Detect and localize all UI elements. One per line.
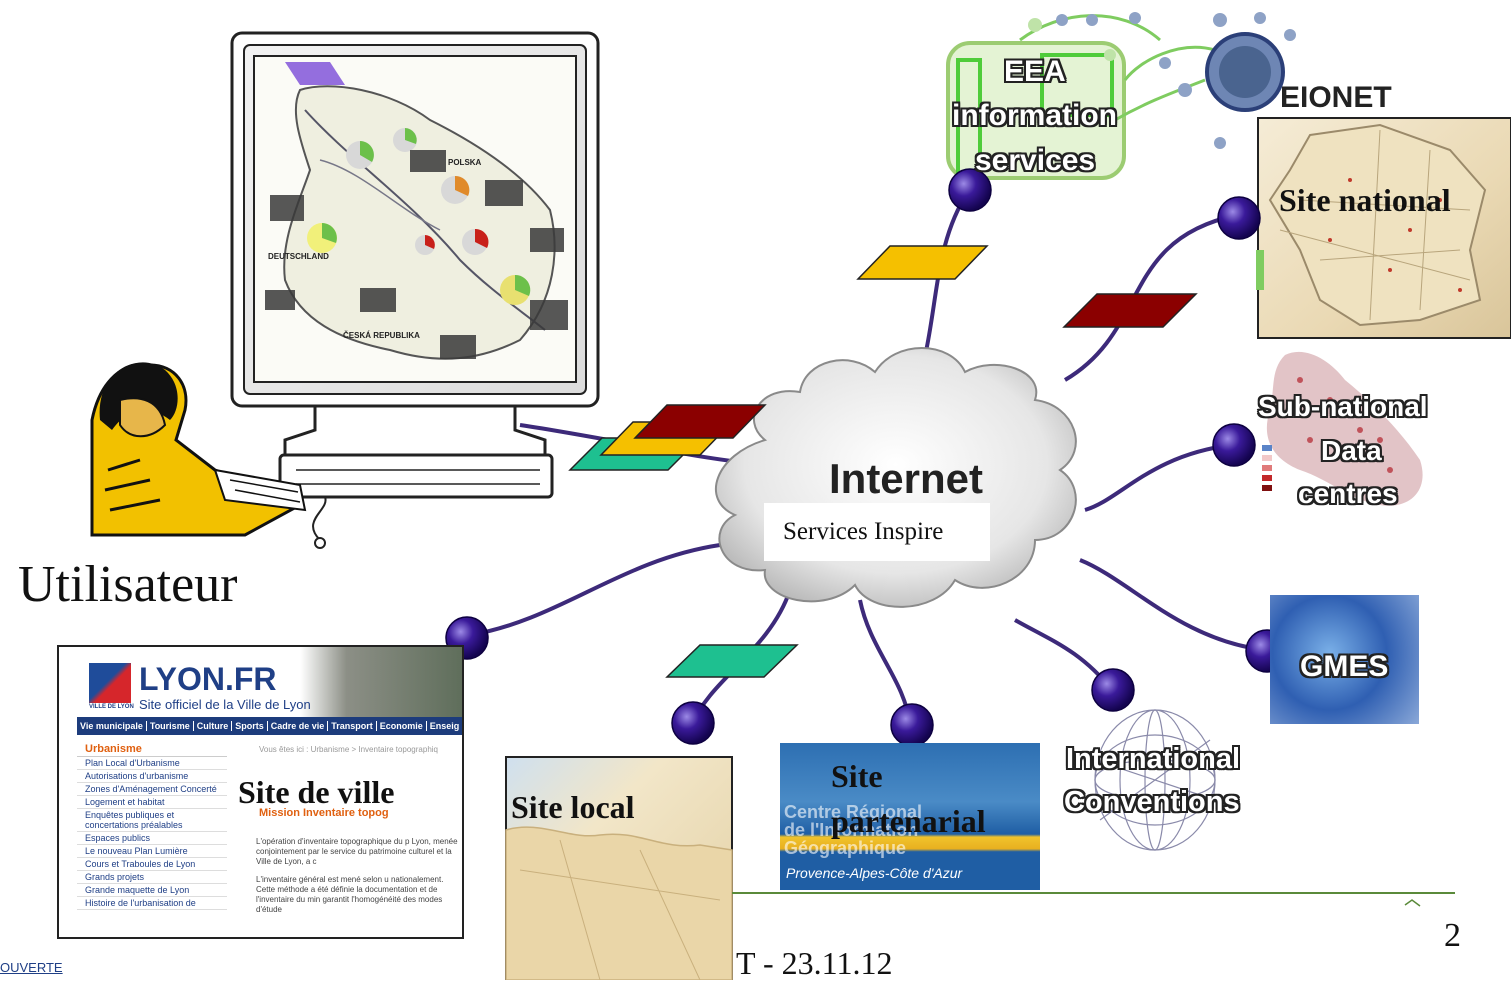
lyon-side-item[interactable]: Zones d'Aménagement Concerté	[77, 783, 227, 796]
subnational-map	[1262, 351, 1423, 506]
label-subnational-line1: Sub-national	[1258, 391, 1428, 422]
packet-national	[1062, 293, 1198, 328]
lyon-side-item[interactable]: Grande maquette de Lyon	[77, 884, 227, 897]
crige-footer: Provence-Alpes-Côte d'Azur	[786, 865, 963, 881]
label-eea-line3: services	[975, 144, 1096, 177]
packet-user-red	[633, 404, 767, 439]
node-international	[1091, 668, 1135, 712]
cable-gmes	[1079, 558, 1266, 652]
crige-text: Centre Régional de l'Information Géograp…	[784, 803, 922, 857]
label-eea-line1: EEA	[1004, 55, 1066, 88]
footer-date: T - 23.11.12	[736, 945, 893, 981]
lyon-menu-item[interactable]: Cadre de vie	[267, 721, 329, 731]
label-utilisateur: Utilisateur	[18, 556, 238, 613]
label-site-de-ville: Site de ville	[238, 774, 395, 810]
label-services-inspire: Services Inspire	[764, 503, 990, 561]
lyon-side-item[interactable]: Histoire de l'urbanisation de	[77, 897, 227, 910]
lyon-side-header[interactable]: Urbanisme	[77, 742, 227, 757]
lyon-breadcrumb: Vous êtes ici : Urbanisme > Inventaire t…	[259, 745, 438, 754]
lyon-website-screenshot: VILLE DE LYON LYON.FR Site officiel de l…	[57, 645, 464, 939]
lyon-body-p1: L'opération d'inventaire topographique d…	[256, 837, 458, 866]
lyon-body-p2: L'inventaire général est mené selon u na…	[256, 875, 444, 914]
node-local	[671, 701, 715, 745]
lyon-subtitle: Site officiel de la Ville de Lyon	[139, 697, 311, 712]
label-subnational-line3: centres	[1298, 478, 1398, 509]
crige-line-3: Géographique	[784, 838, 907, 858]
cable-subnational	[1084, 443, 1233, 512]
crige-line-1: Centre Régional	[784, 802, 923, 822]
lyon-logo-icon	[89, 663, 131, 703]
cable-national	[1063, 213, 1238, 382]
lyon-menu-item[interactable]: Vie municipale	[77, 721, 147, 731]
label-site-partenarial-line1: Site	[831, 758, 883, 794]
lyon-title: LYON.FR	[139, 661, 277, 697]
label-international-line2: Conventions	[1064, 786, 1240, 818]
site-local-map	[505, 756, 733, 980]
lyon-side-item[interactable]: Grands projets	[77, 871, 227, 884]
lyon-menu-item[interactable]: Transport	[328, 721, 377, 731]
international-globe	[1094, 709, 1216, 851]
cable-ville	[469, 543, 721, 637]
gmes-image	[1270, 595, 1419, 724]
site-national-map	[1256, 117, 1511, 339]
label-internet: Internet	[829, 455, 984, 502]
lyon-side-item[interactable]: Espaces publics	[77, 832, 227, 845]
lyon-header: VILLE DE LYON LYON.FR Site officiel de l…	[77, 647, 462, 717]
lyon-menu-item[interactable]: Economie	[376, 721, 427, 731]
lyon-side-item[interactable]: Enquêtes publiques et concertations préa…	[77, 809, 227, 832]
lyon-menu-item[interactable]: Sports	[232, 721, 268, 731]
map-label-deutschland: DEUTSCHLAND	[268, 252, 329, 261]
lyon-side-item[interactable]: Cours et Traboules de Lyon	[77, 858, 227, 871]
packet-eea	[856, 245, 989, 280]
node-subnational	[1212, 423, 1256, 467]
page-number: 2	[1444, 917, 1461, 954]
node-partenarial	[890, 703, 934, 747]
packet-local	[665, 644, 799, 678]
label-subnational-line2: Data	[1321, 435, 1382, 466]
lyon-logo-caption: VILLE DE LYON	[89, 704, 134, 710]
crige-line-2: de l'Information	[784, 820, 919, 840]
footer-left-link[interactable]: OUVERTE	[0, 960, 63, 975]
lyon-side-item[interactable]: Le nouveau Plan Lumière	[77, 845, 227, 858]
map-label-polska: POLSKA	[448, 158, 482, 167]
label-site-national: Site national	[1279, 182, 1451, 218]
site-partenarial-image: Centre Régional de l'Information Géograp…	[780, 743, 1040, 890]
monitor	[230, 31, 600, 549]
lyon-side-item[interactable]: Plan Local d'Urbanisme	[77, 757, 227, 770]
lyon-side-item[interactable]: Autorisations d'urbanisme	[77, 770, 227, 783]
lyon-mission-heading: Mission Inventaire topog	[259, 807, 389, 819]
node-national	[1217, 196, 1261, 240]
lyon-menu-item[interactable]: Tourisme	[146, 721, 194, 731]
label-site-partenarial-line2: partenarial	[831, 803, 986, 839]
user-figure	[90, 362, 307, 537]
label-international-line1: International	[1066, 743, 1241, 775]
label-eea-line2: information	[952, 99, 1117, 132]
eea-network-graphic	[946, 12, 1296, 180]
map-label-ceska: ČESKÁ REPUBLIKA	[343, 331, 420, 340]
label-eionet: EIONET	[1280, 81, 1392, 114]
lyon-side-item[interactable]: Logement et habitat	[77, 796, 227, 809]
lyon-body-text: L'opération d'inventaire topographique d…	[256, 837, 461, 915]
data-packets	[568, 245, 1198, 678]
lyon-menu-item[interactable]: Enseig	[426, 721, 462, 731]
lyon-menu-item[interactable]: Culture	[193, 721, 233, 731]
node-eea	[948, 168, 992, 212]
lyon-sidebar: Urbanisme Plan Local d'Urbanisme Autoris…	[77, 742, 227, 910]
label-site-local: Site local	[511, 789, 635, 825]
label-gmes: GMES	[1300, 650, 1389, 683]
